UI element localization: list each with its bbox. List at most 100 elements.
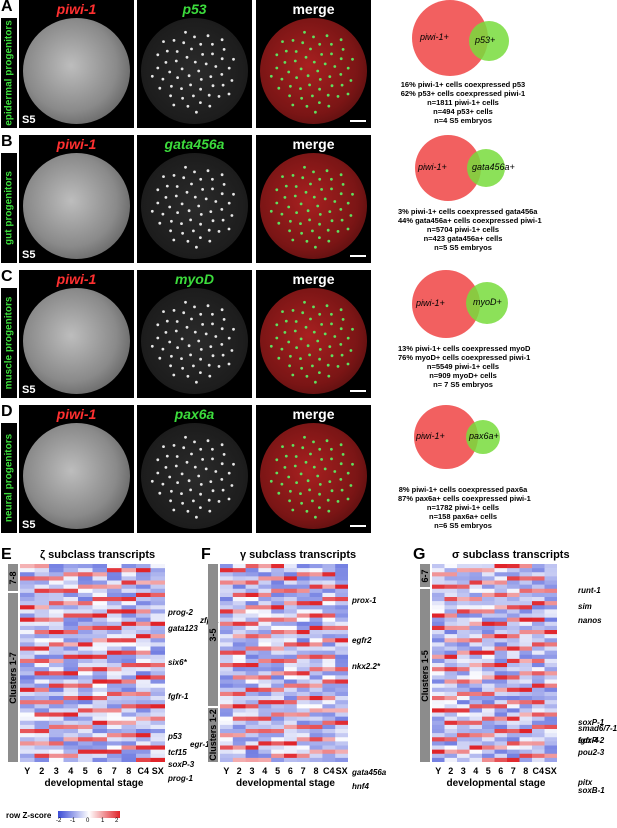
signal-dot — [318, 371, 321, 374]
heat-cell — [335, 658, 348, 664]
signal-dot — [330, 489, 334, 493]
signal-dot — [301, 41, 305, 45]
signal-dot — [291, 174, 295, 177]
signal-dot — [227, 497, 231, 501]
heat-cell — [136, 642, 151, 647]
heat-cell — [507, 671, 520, 676]
sidebar-label-box: epidermal progenitors — [1, 18, 17, 128]
heat-cell — [20, 757, 35, 762]
signal-dot — [287, 340, 291, 344]
heat-cell — [220, 650, 234, 656]
legend-tick: 1 — [101, 818, 105, 824]
heat-cell — [494, 679, 508, 684]
signal-dot — [169, 499, 172, 503]
heat-cell — [78, 609, 93, 614]
heat-cell — [296, 564, 310, 569]
heat-cell — [49, 601, 64, 606]
heat-cell — [335, 708, 348, 713]
signal-dot — [281, 310, 284, 313]
heat-cell — [92, 650, 108, 656]
heat-cell — [444, 597, 458, 602]
gene-label: nanos — [578, 616, 602, 625]
heat-cell — [107, 712, 122, 717]
heat-cell — [335, 617, 348, 623]
x-tick-label: 8 — [126, 766, 132, 776]
heat-cell — [34, 691, 50, 697]
heat-cell — [63, 642, 79, 647]
heat-cell — [457, 737, 470, 742]
heat-cell — [121, 568, 137, 573]
heat-cell — [335, 729, 348, 734]
heat-cell — [482, 671, 495, 676]
heat-cell — [309, 687, 323, 693]
signal-dot — [291, 309, 295, 312]
heat-cell — [322, 646, 336, 651]
heat-cell — [92, 679, 108, 684]
signal-dot — [208, 509, 212, 513]
heat-cell — [49, 679, 64, 684]
heat-cell — [532, 634, 545, 639]
heat-cell — [494, 733, 508, 738]
heat-cell — [78, 712, 93, 717]
heat-cell — [232, 679, 246, 684]
signal-dot — [281, 445, 284, 448]
heat-cell — [457, 712, 470, 717]
heat-cell — [232, 572, 246, 577]
heat-cell — [544, 597, 557, 602]
heat-cell — [136, 675, 151, 680]
heat-cell — [335, 691, 348, 697]
heat-cell — [494, 745, 508, 750]
heat-cell — [507, 683, 520, 689]
signal-dot — [222, 318, 226, 321]
heat-cell — [457, 724, 470, 730]
heat-cell — [482, 658, 495, 664]
heat-cell — [232, 696, 246, 701]
heat-cell — [107, 576, 122, 581]
heat-cell — [20, 630, 35, 635]
heat-cell — [457, 745, 470, 750]
heat-cell — [507, 691, 520, 697]
heat-cell — [92, 691, 108, 697]
heat-cell — [469, 704, 483, 709]
heat-cell — [544, 720, 557, 726]
heat-cell — [507, 584, 520, 590]
heat-cell — [322, 691, 336, 697]
signal-dot — [308, 83, 311, 87]
signal-dot — [201, 323, 204, 326]
signal-dot — [318, 222, 321, 226]
signal-dot — [184, 300, 187, 304]
cluster-label: 3-5 — [208, 628, 218, 642]
heat-cell — [507, 696, 520, 701]
signal-dot — [156, 53, 160, 57]
signal-dot — [214, 335, 218, 338]
heat-cell — [121, 749, 137, 755]
heat-cell — [245, 729, 259, 734]
signal-dot — [293, 59, 297, 63]
heat-cell — [507, 592, 520, 598]
heat-cell — [457, 568, 470, 573]
heat-cell — [494, 621, 508, 627]
signal-dot — [232, 327, 235, 331]
heat-cell — [121, 609, 137, 614]
signal-dot — [291, 508, 295, 512]
heat-cell — [136, 729, 151, 734]
heat-cell — [258, 630, 272, 635]
heat-cell — [20, 588, 35, 594]
heat-cell — [544, 737, 557, 742]
heat-cell — [220, 708, 234, 713]
signal-dot — [211, 489, 215, 493]
heat-cell — [284, 720, 298, 726]
heat-cell — [121, 605, 137, 610]
signal-dot — [208, 104, 212, 108]
x-tick-label: 2 — [39, 766, 45, 776]
heat-cell — [335, 564, 348, 569]
heat-cell — [309, 729, 323, 734]
heat-cell — [34, 683, 50, 689]
heat-cell — [469, 729, 483, 734]
heat-cell — [49, 737, 64, 742]
heat-cell — [444, 675, 458, 680]
heat-cell — [121, 646, 137, 651]
signal-dot — [293, 329, 297, 333]
heat-cell — [469, 605, 483, 610]
heat-cell — [121, 753, 137, 759]
